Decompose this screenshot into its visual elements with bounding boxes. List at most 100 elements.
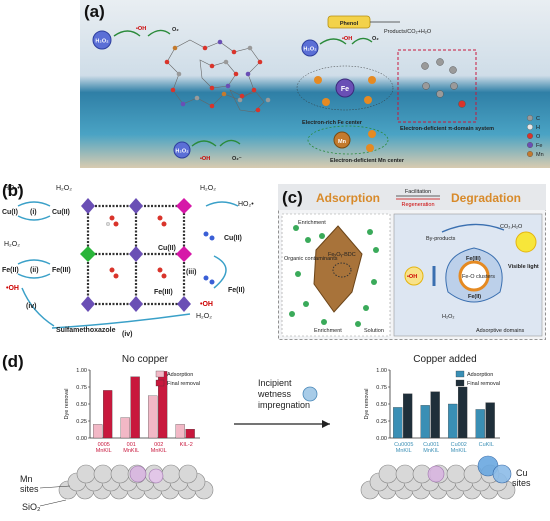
left-species: H₂O₂ •OH O₂ xyxy=(92,26,179,50)
y-tick-label: 0.75 xyxy=(76,385,87,391)
x-tick-label: CuKIL xyxy=(479,442,494,448)
fe-center: Fe Electron-rich Fe center xyxy=(296,65,394,126)
h2o2-br-label: H₂O₂ xyxy=(196,313,212,320)
adsorptive-domains-label: Adsorptive domains xyxy=(476,328,525,334)
legend-swatch-c xyxy=(527,114,534,121)
sio2-sphere xyxy=(76,464,96,484)
co2h2o-label: CO₂,H₂O xyxy=(500,224,523,230)
bar-adsorption xyxy=(148,395,158,439)
products-label: Products/CO₂+H₂O xyxy=(384,29,432,35)
bar-adsorption xyxy=(420,405,430,439)
adsorption-heading: Adsorption xyxy=(316,191,380,205)
mn-sites-label-1: Mn xyxy=(20,474,33,484)
degradation-heading: Degradation xyxy=(451,191,521,205)
x-tick-label: 002 xyxy=(154,442,163,448)
cu-sites-label-2: sites xyxy=(512,478,531,488)
oh-right-label: •OH xyxy=(342,36,352,42)
cu2-center-label: Cu(II) xyxy=(158,245,176,252)
h2o2-molecules xyxy=(105,215,215,285)
o2-right-label: O₂ xyxy=(372,36,379,42)
arrow-text-3: impregnation xyxy=(258,400,310,410)
panel-c: Adsorption Degradation Facilitation Rege… xyxy=(278,184,546,340)
impregnation-arrow: Incipient wetness impregnation xyxy=(234,378,330,428)
cu-sites-label-1: Cu xyxy=(516,468,528,478)
sio2-pointer xyxy=(39,499,67,507)
legend-label: Final removal xyxy=(467,381,500,387)
y-axis-label: Dye removal xyxy=(64,389,70,420)
mof-nodes xyxy=(80,198,192,312)
mn-sites-pointer xyxy=(39,485,71,489)
phenol-products: Phenol Products/CO₂+H₂O xyxy=(327,15,432,35)
fe3-label: Fe(III) xyxy=(466,256,481,262)
cu2-right-label: Cu(II) xyxy=(224,235,242,242)
organic-contaminants-label: Organic contaminants xyxy=(284,256,338,262)
benzene-ring xyxy=(421,58,466,108)
h2o2-right-label: H₂O₂ xyxy=(303,47,317,53)
arrow-text-2: wetness xyxy=(257,389,292,399)
crystal-zoom-circle xyxy=(332,262,352,278)
solution-label: Solution xyxy=(364,328,384,334)
legend-label-h: H xyxy=(536,125,540,131)
chart-title: Copper added xyxy=(413,354,476,365)
y-tick-label: 0.50 xyxy=(76,402,87,408)
bar-adsorption xyxy=(448,403,458,439)
y-tick-label: 0.75 xyxy=(376,385,387,391)
step-iv-left-label: (iv) xyxy=(26,303,37,310)
panel-c-illustration: Adsorption Degradation Facilitation Rege… xyxy=(278,184,546,340)
y-tick-label: 1.00 xyxy=(376,368,387,374)
x-tick-label: MnKIL xyxy=(96,448,112,454)
mn-atom-label: Mn xyxy=(338,139,347,145)
y-tick-label: 0.25 xyxy=(76,419,87,425)
bar-adsorption xyxy=(93,424,103,439)
bottom-h2o2-label: H₂O₂ xyxy=(175,149,189,155)
y-tick-label: 0.50 xyxy=(376,402,387,408)
chart-title: No copper xyxy=(122,354,169,365)
x-tick-label: MnKIL xyxy=(396,448,412,454)
bar-adsorption xyxy=(120,417,130,439)
y-tick-label: 0.00 xyxy=(76,436,87,442)
panel-a-label: (a) xyxy=(84,2,105,21)
legend-label: Adsorption xyxy=(167,372,193,378)
bar-adsorption xyxy=(175,424,185,439)
h2o2-tr-label: H₂O₂ xyxy=(200,185,216,192)
oh-burst xyxy=(404,266,424,286)
fe-o-cluster xyxy=(458,260,490,292)
step-iii-label: (iii) xyxy=(186,269,197,276)
sio2-sphere xyxy=(93,464,113,484)
regeneration-label: Regeneration xyxy=(401,202,434,208)
bar-adsorption xyxy=(393,407,403,439)
sio2-sphere xyxy=(378,464,398,484)
sea-background xyxy=(80,0,550,168)
mn-site-sphere xyxy=(148,468,164,484)
fe2-right-label: Fe(II) xyxy=(228,287,245,294)
panel-b-illustration: HO₂• H₂O₂ H₂O₂ Cu(I) (i) Cu(II) H₂O₂ Fe(… xyxy=(2,185,254,338)
fe2-label: Fe(II) xyxy=(2,267,19,274)
panel-c-label: (c) xyxy=(282,188,303,207)
bar-final-removal xyxy=(458,386,468,439)
cu2-top-label: Cu(II) xyxy=(52,209,70,216)
bar-final-removal xyxy=(103,390,113,439)
bottom-species: H₂O₂ •OH O₂⁻ xyxy=(173,139,242,162)
sio2-label: SiO₂ xyxy=(22,502,41,512)
pi-domain-label: Electron-deficient π-domain system xyxy=(400,126,494,132)
phenol-label: Phenol xyxy=(340,21,359,27)
bar-final-removal xyxy=(430,391,440,439)
h2o2-tl-label: H₂O₂ xyxy=(56,185,72,192)
legend-swatch-fe xyxy=(527,141,534,148)
mn-sites-label-2: sites xyxy=(20,484,39,494)
cycle-arrows xyxy=(17,201,239,329)
y-axis-label: Dye removal xyxy=(364,389,370,420)
panel-a: H₂O₂ •OH O₂ Phenol Products/CO₂+H₂O H₂O₂… xyxy=(80,0,550,168)
fe3-left-label: Fe(III) xyxy=(52,267,71,274)
right-species: H₂O₂ •OH O₂ xyxy=(301,36,379,57)
legend-swatch-o xyxy=(527,132,534,139)
sio2-sphere xyxy=(161,464,181,484)
sio2-sphere xyxy=(178,464,198,484)
electron-rich-label: Electron-rich Fe center xyxy=(302,120,363,126)
enrichment-top-label: Enrichment xyxy=(298,220,326,226)
sulfamethoxazole-label: Sulfamethoxazole xyxy=(56,327,116,334)
x-tick-label: 0005 xyxy=(98,442,110,448)
